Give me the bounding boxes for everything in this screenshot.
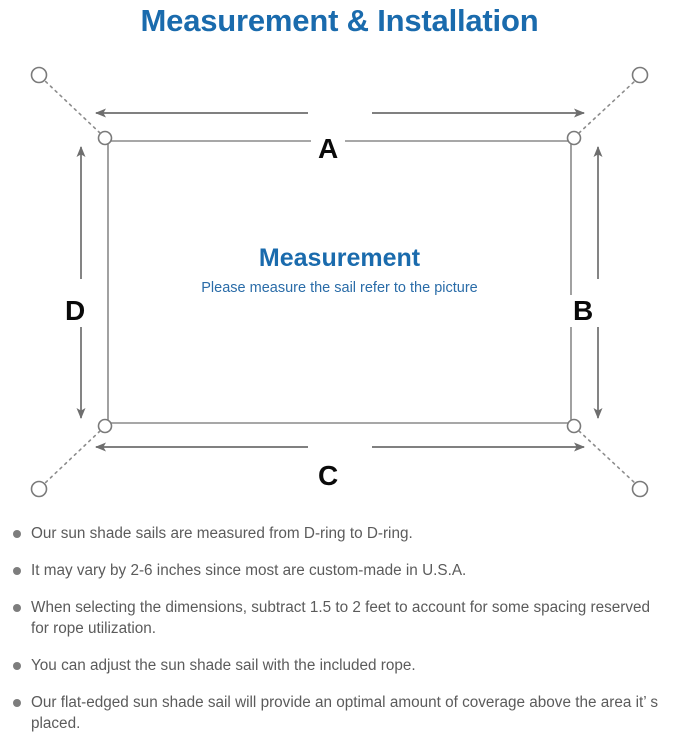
anchor-top-right — [631, 66, 649, 84]
list-item: It may vary by 2-6 inches since most are… — [0, 560, 665, 581]
d-ring-top-left — [97, 130, 113, 146]
anchor-bottom-right — [631, 480, 649, 498]
notes-list: Our sun shade sails are measured from D-… — [0, 523, 679, 734]
page-title: Measurement & Installation — [140, 3, 539, 38]
list-item-text: You can adjust the sun shade sail with t… — [31, 657, 416, 674]
list-item: When selecting the dimensions, subtract … — [0, 597, 665, 639]
list-item-text: When selecting the dimensions, subtract … — [31, 599, 651, 637]
list-item-text: It may vary by 2-6 inches since most are… — [31, 562, 467, 579]
d-ring-bottom-left — [97, 418, 113, 434]
bullet-icon — [13, 604, 21, 612]
list-item: Our flat-edged sun shade sail will provi… — [0, 692, 665, 734]
list-item: Our sun shade sails are measured from D-… — [0, 523, 665, 544]
bullet-icon — [13, 530, 21, 538]
anchor-top-left — [30, 66, 48, 84]
dimension-label-b: B — [566, 295, 601, 327]
bullet-icon — [13, 699, 21, 707]
rope-top-right — [578, 79, 637, 134]
rope-bottom-right — [578, 430, 637, 485]
rope-bottom-left — [43, 430, 101, 485]
dimension-label-c: C — [311, 460, 346, 492]
measurement-diagram: Measurement Please measure the sail refe… — [0, 42, 679, 512]
rope-top-left — [43, 79, 101, 134]
anchor-bottom-left — [30, 480, 48, 498]
dimension-label-d: D — [58, 295, 93, 327]
list-item: You can adjust the sun shade sail with t… — [0, 655, 665, 676]
rope-lines — [43, 79, 637, 485]
d-ring-top-right — [566, 130, 582, 146]
sail-outline — [107, 140, 572, 424]
list-item-text: Our flat-edged sun shade sail will provi… — [31, 694, 658, 732]
d-ring-bottom-right — [566, 418, 582, 434]
bullet-icon — [13, 567, 21, 575]
dimension-label-a: A — [311, 133, 346, 165]
list-item-text: Our sun shade sails are measured from D-… — [31, 525, 413, 542]
diagram-svg — [30, 66, 649, 498]
bullet-icon — [13, 662, 21, 670]
